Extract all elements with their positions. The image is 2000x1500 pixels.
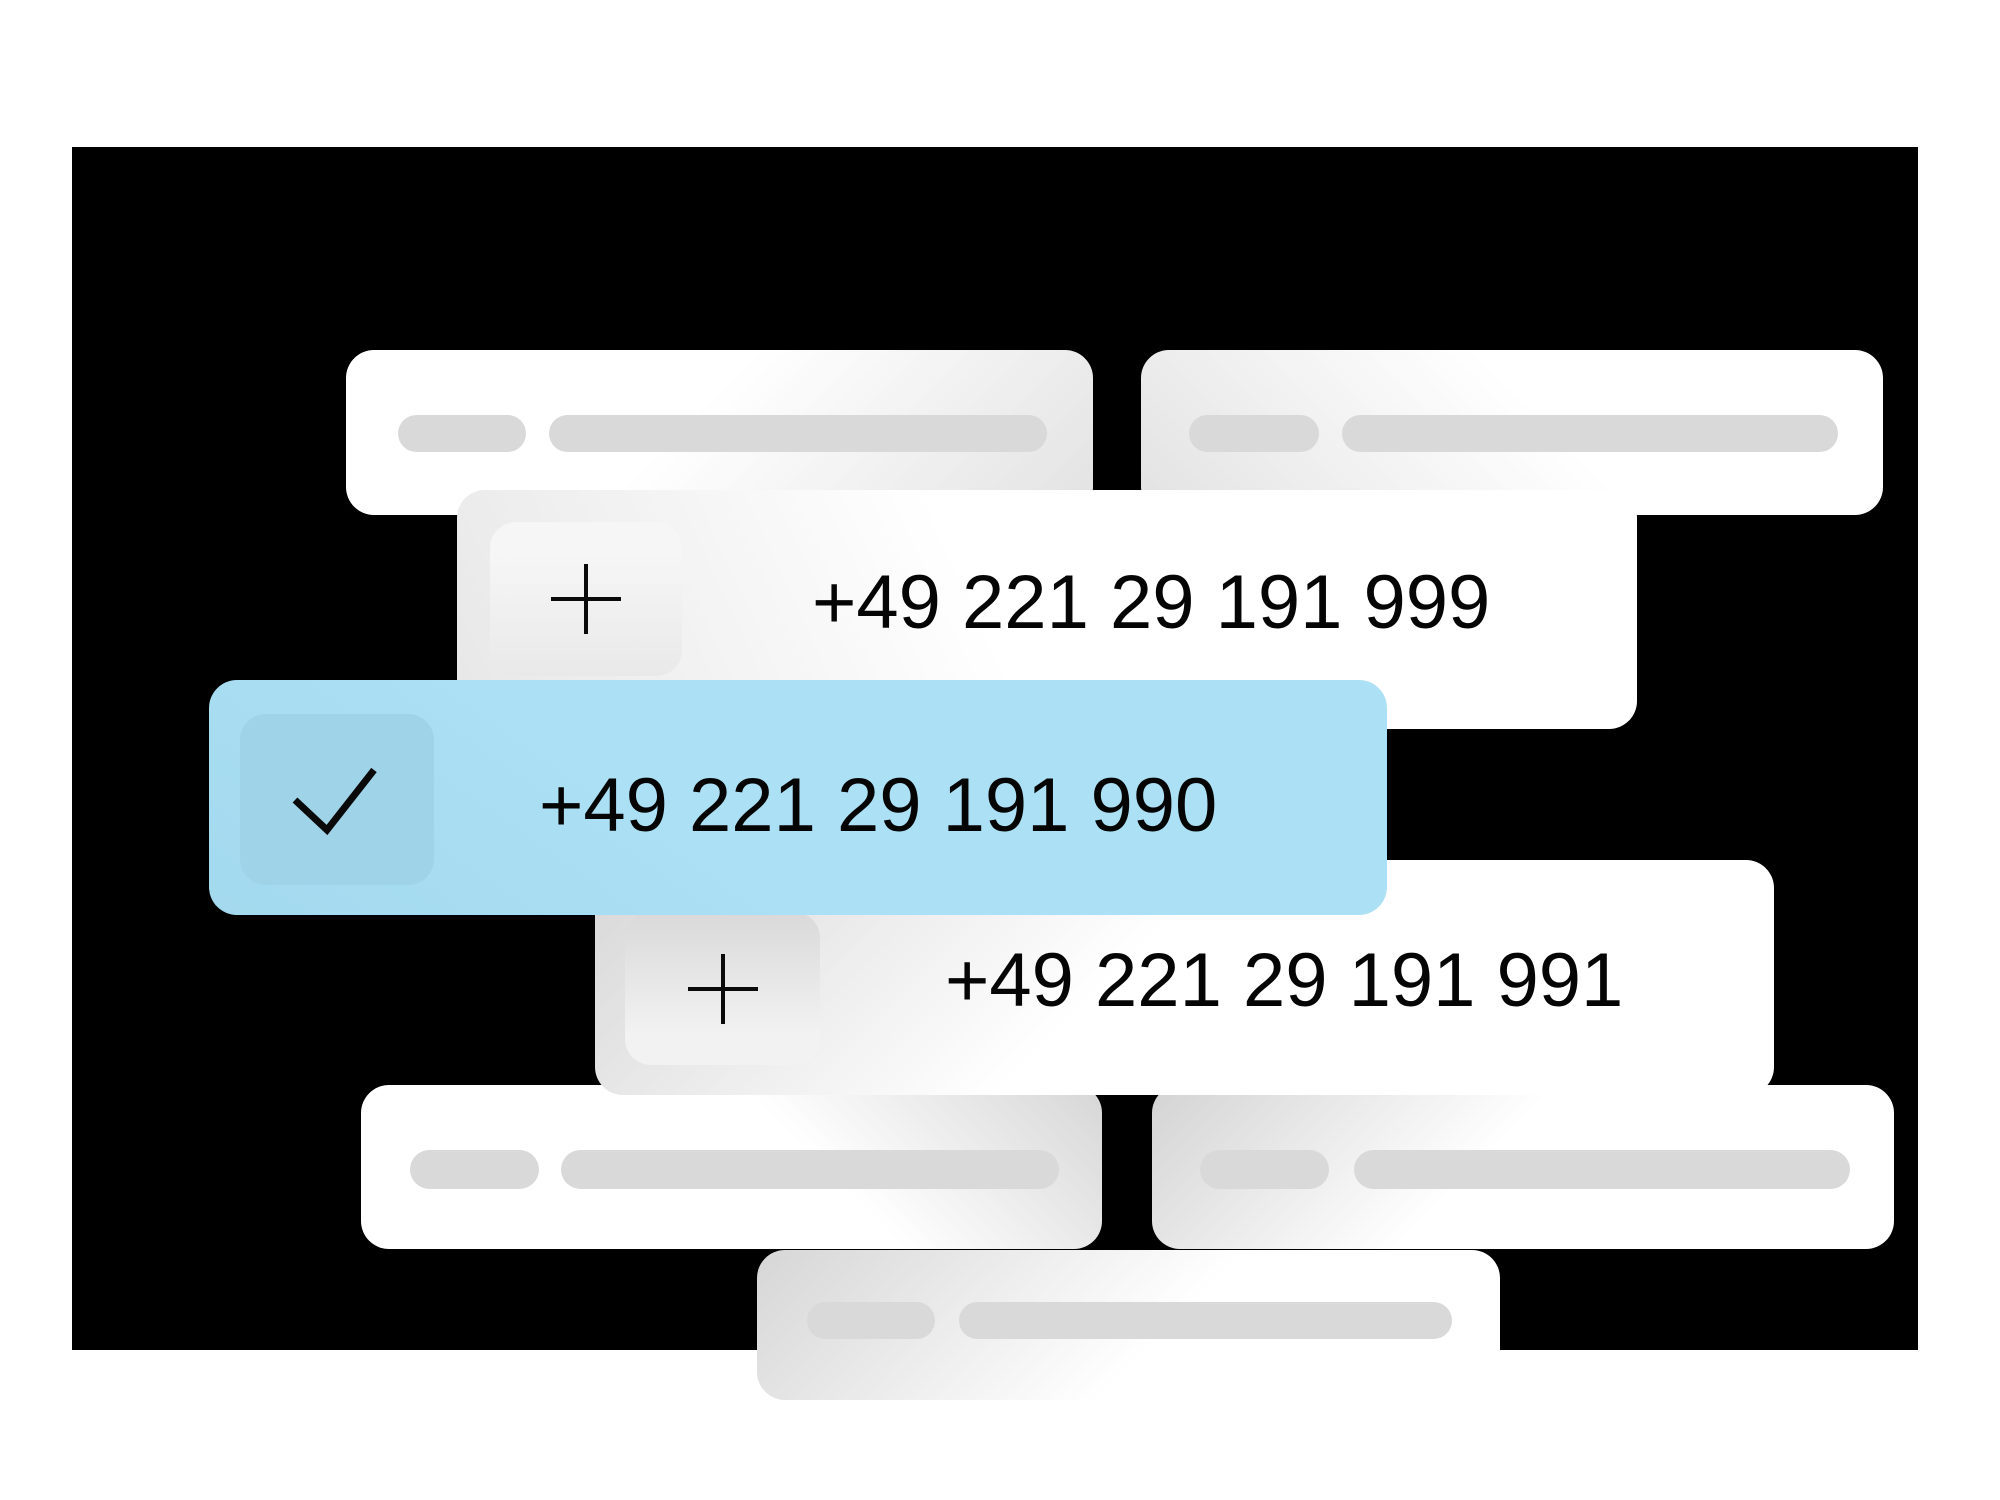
placeholder-pill-short <box>398 415 526 452</box>
placeholder-pill-short <box>1189 415 1319 452</box>
placeholder-pill-long <box>549 415 1047 452</box>
placeholder-card <box>361 1085 1102 1249</box>
check-icon <box>292 767 377 836</box>
plus-icon <box>687 953 758 1024</box>
placeholder-pill-short <box>410 1150 539 1189</box>
phone-number-label: +49 221 29 191 990 <box>539 763 1218 848</box>
placeholder-card <box>757 1250 1500 1400</box>
add-number-button[interactable] <box>490 522 682 676</box>
placeholder-pill-long <box>1342 415 1838 452</box>
plus-icon <box>551 564 621 634</box>
placeholder-pill-short <box>1200 1150 1329 1189</box>
selected-checkbox[interactable] <box>240 714 434 885</box>
placeholder-card <box>1152 1085 1894 1249</box>
placeholder-pill-long <box>1354 1150 1850 1189</box>
placeholder-pill-long <box>561 1150 1059 1189</box>
phone-option-990-selected[interactable]: +49 221 29 191 990 <box>209 680 1387 915</box>
phone-number-label: +49 221 29 191 999 <box>812 560 1491 645</box>
phone-number-label: +49 221 29 191 991 <box>945 938 1624 1023</box>
placeholder-pill-short <box>807 1302 935 1339</box>
add-number-button[interactable] <box>625 912 820 1065</box>
placeholder-card <box>1141 350 1883 515</box>
placeholder-pill-long <box>959 1302 1452 1339</box>
phone-numbers-panel: +49 221 29 191 991 +49 221 29 191 999 +4… <box>72 147 1918 1400</box>
placeholder-card <box>346 350 1093 515</box>
